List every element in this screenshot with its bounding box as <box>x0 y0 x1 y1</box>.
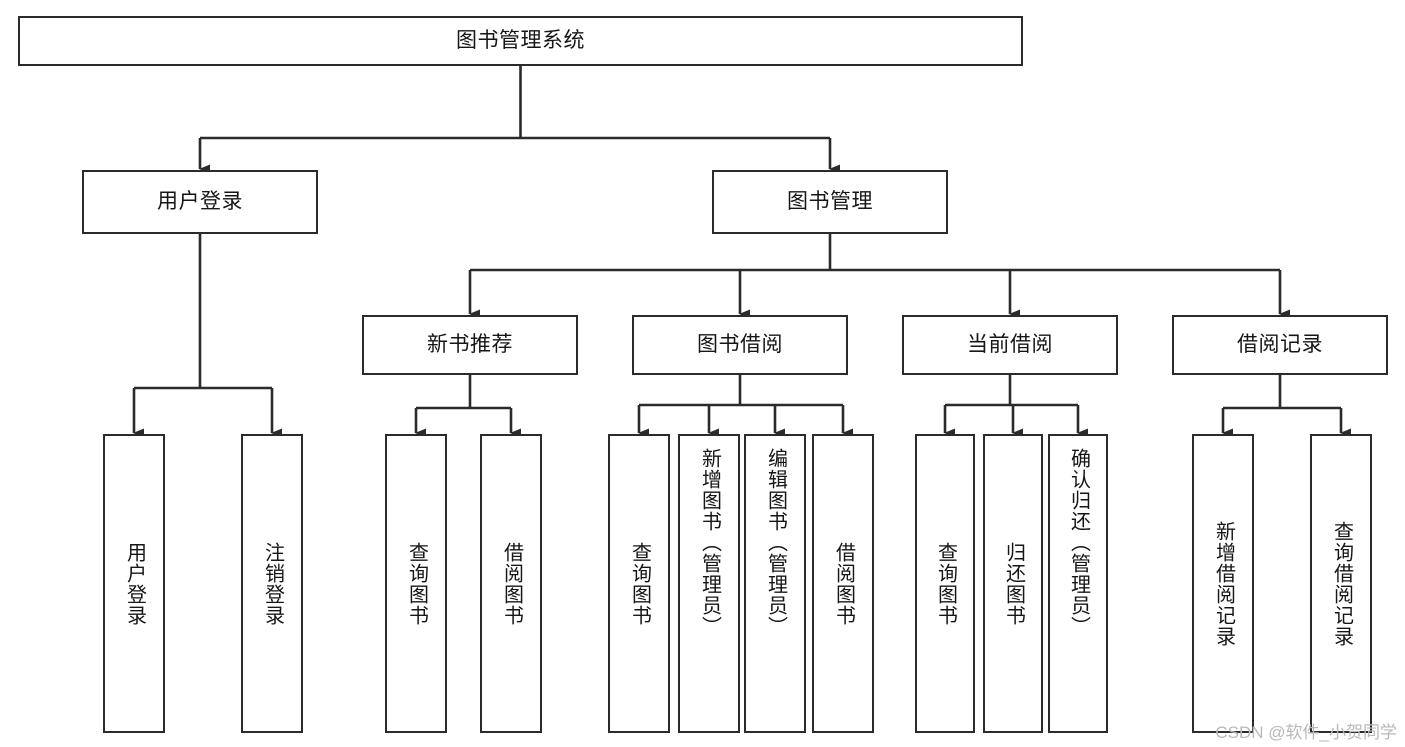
node-label: 用户登录 <box>123 541 146 626</box>
node-label: 图书管理系统 <box>456 28 585 52</box>
node-current[interactable]: 当前借阅 <box>902 315 1118 375</box>
node-l-bo-borrow[interactable]: 借阅图书 <box>812 434 874 733</box>
node-borrow[interactable]: 图书借阅 <box>632 315 848 375</box>
node-label: 借阅记录 <box>1237 332 1323 356</box>
node-label: 新书推荐 <box>427 332 513 356</box>
node-label: 查询借阅记录 <box>1330 520 1353 647</box>
node-label: 借阅图书 <box>500 541 523 626</box>
node-l-re-add[interactable]: 新增借阅记录 <box>1192 434 1254 733</box>
node-l-nb-borrow[interactable]: 借阅图书 <box>480 434 542 733</box>
node-l-re-query[interactable]: 查询借阅记录 <box>1310 434 1372 733</box>
node-bookmgmt[interactable]: 图书管理 <box>712 170 948 234</box>
node-l-cu-query[interactable]: 查询图书 <box>915 434 975 733</box>
node-l-bo-add[interactable]: 新增图书（管理员） <box>678 434 740 733</box>
node-l-bo-query[interactable]: 查询图书 <box>608 434 670 733</box>
node-newbook[interactable]: 新书推荐 <box>362 315 578 375</box>
node-label: 查询图书 <box>934 541 957 626</box>
node-label: 新增图书（管理员） <box>698 448 721 637</box>
node-label: 编辑图书（管理员） <box>764 448 787 637</box>
node-l-bo-edit[interactable]: 编辑图书（管理员） <box>744 434 806 733</box>
node-l-nb-query[interactable]: 查询图书 <box>385 434 447 733</box>
node-label: 图书管理 <box>787 189 873 213</box>
node-l-login[interactable]: 用户登录 <box>103 434 165 733</box>
node-l-cu-return[interactable]: 归还图书 <box>983 434 1043 733</box>
node-label: 注销登录 <box>261 541 284 626</box>
node-label: 新增借阅记录 <box>1212 520 1235 647</box>
node-label: 确认归还（管理员） <box>1067 448 1090 637</box>
node-label: 查询图书 <box>405 541 428 626</box>
node-label: 当前借阅 <box>967 332 1053 356</box>
node-l-logout[interactable]: 注销登录 <box>241 434 303 733</box>
node-records[interactable]: 借阅记录 <box>1172 315 1388 375</box>
node-login[interactable]: 用户登录 <box>82 170 318 234</box>
csdn-watermark: CSDN @软件_小贺同学 <box>1215 723 1397 742</box>
node-label: 归还图书 <box>1002 541 1025 626</box>
node-root[interactable]: 图书管理系统 <box>18 16 1023 66</box>
node-label: 查询图书 <box>628 541 651 626</box>
node-label: 借阅图书 <box>832 541 855 626</box>
node-l-cu-confirm[interactable]: 确认归还（管理员） <box>1048 434 1108 733</box>
node-label: 图书借阅 <box>697 332 783 356</box>
node-label: 用户登录 <box>157 189 243 213</box>
